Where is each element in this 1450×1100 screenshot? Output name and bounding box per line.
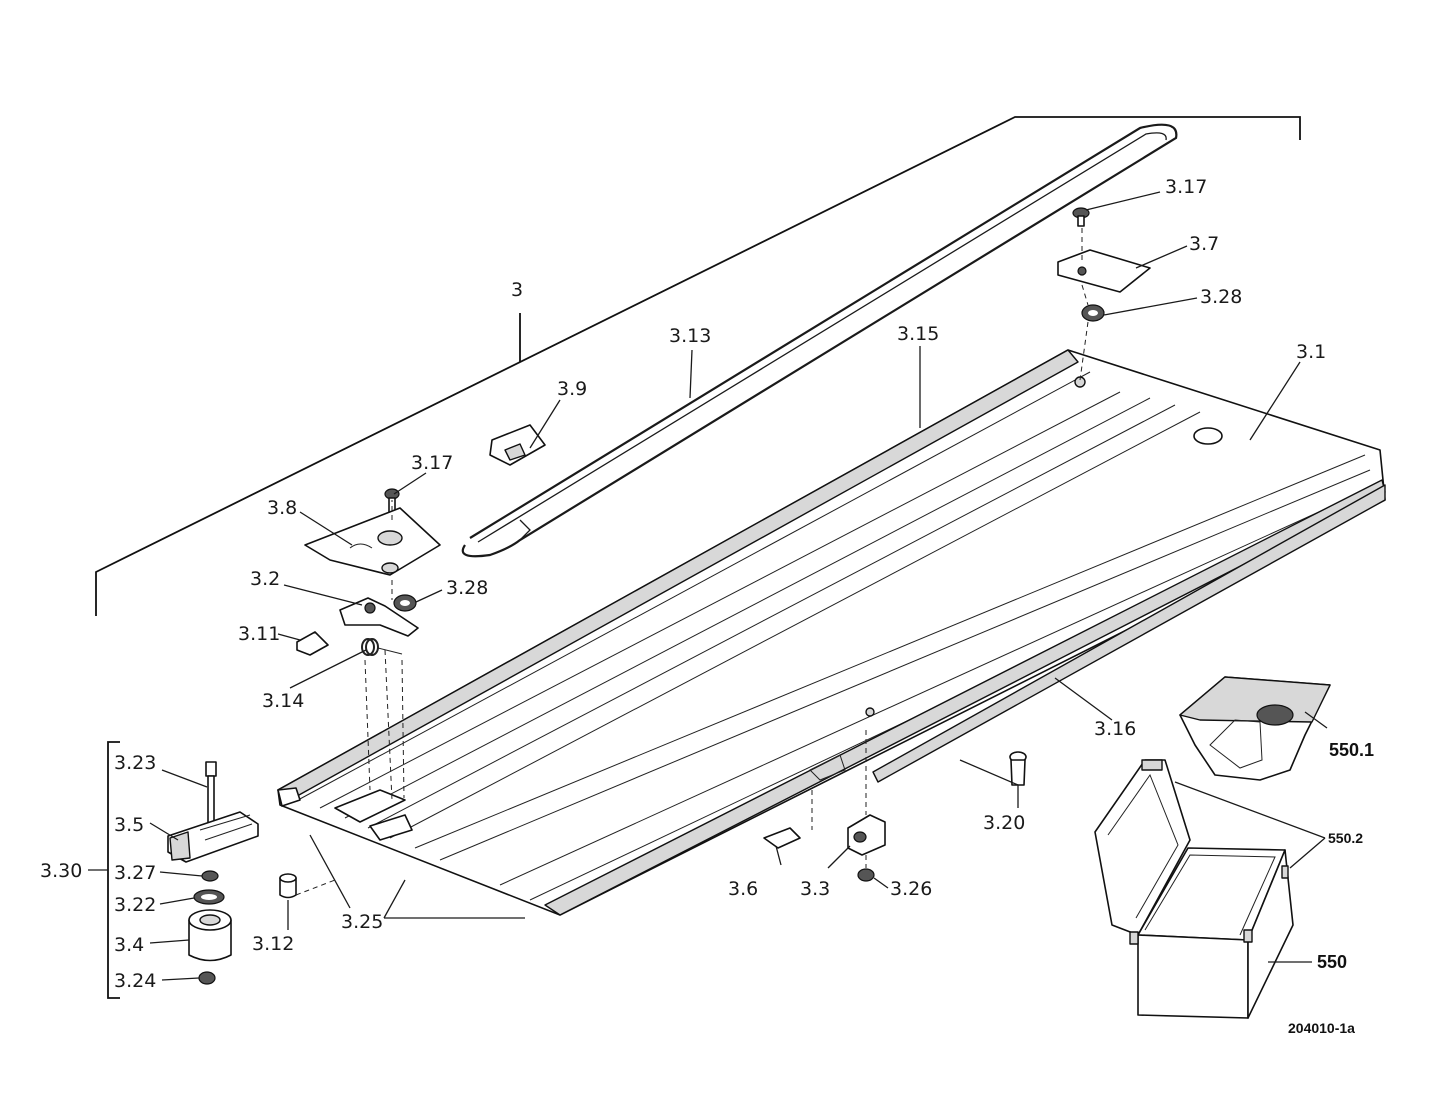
nut-3-24 — [198, 971, 216, 985]
label-3-23: 3.23 — [114, 752, 156, 774]
label-3-12: 3.12 — [252, 933, 294, 955]
clip-3-6 — [763, 827, 801, 849]
roller-3-4 — [188, 909, 232, 962]
clip-3-11 — [296, 631, 329, 656]
label-3-4: 3.4 — [114, 934, 144, 956]
label-3-3: 3.3 — [800, 878, 830, 900]
label-3-1: 3.1 — [1296, 341, 1326, 363]
tray-550-1 — [1179, 676, 1331, 781]
label-3-17-top: 3.17 — [1165, 176, 1207, 198]
nut-3-28-left — [393, 594, 417, 612]
pin-3-12 — [279, 873, 297, 899]
cable-3-13 — [461, 123, 1178, 558]
guide-rail-3-16 — [872, 484, 1386, 783]
label-3-17-left: 3.17 — [411, 452, 453, 474]
label-3-2: 3.2 — [250, 568, 280, 590]
main-rail-profile — [277, 349, 1386, 916]
ring-3-22 — [193, 889, 225, 905]
label-3-13: 3.13 — [669, 325, 711, 347]
spring-3-14 — [361, 638, 403, 656]
label-3-24: 3.24 — [114, 970, 156, 992]
leader-lines — [149, 191, 1328, 981]
label-550: 550 — [1317, 952, 1347, 972]
label-3-25: 3.25 — [341, 911, 383, 933]
nut-3-26 — [857, 868, 875, 882]
label-3-26: 3.26 — [890, 878, 932, 900]
label-3-14: 3.14 — [262, 690, 304, 712]
lever-3-2 — [339, 597, 419, 637]
label-3-28-left: 3.28 — [446, 577, 488, 599]
nut-3-28-top — [1081, 304, 1105, 322]
label-3-11: 3.11 — [238, 623, 280, 645]
label-3-20: 3.20 — [983, 812, 1025, 834]
label-assembly-3: 3 — [511, 279, 523, 301]
pin-3-23 — [205, 761, 217, 827]
drawing-code: 204010-1a — [1288, 1020, 1355, 1036]
label-3-6: 3.6 — [728, 878, 758, 900]
label-3-28-top: 3.28 — [1200, 286, 1242, 308]
label-3-16: 3.16 — [1094, 718, 1136, 740]
plate-3-8 — [304, 507, 441, 576]
label-3-9: 3.9 — [557, 378, 587, 400]
bracket-3-7 — [1057, 249, 1151, 293]
label-3-5: 3.5 — [114, 814, 144, 836]
pin-3-20 — [1009, 751, 1027, 786]
block-3-3 — [847, 814, 886, 856]
label-3-15: 3.15 — [897, 323, 939, 345]
label-550-1: 550.1 — [1329, 740, 1374, 760]
label-3-7: 3.7 — [1189, 233, 1219, 255]
bolt-3-17-top — [1072, 207, 1090, 227]
label-3-8: 3.8 — [267, 497, 297, 519]
carriage-3-5 — [167, 811, 259, 863]
washer-3-27 — [201, 870, 219, 882]
label-3-27: 3.27 — [114, 862, 156, 884]
assembly-bracket — [95, 116, 1301, 616]
label-3-30: 3.30 — [40, 860, 82, 882]
label-3-22: 3.22 — [114, 894, 156, 916]
case-550 — [1094, 759, 1294, 1019]
label-550-2: 550.2 — [1328, 830, 1363, 846]
clip-3-9 — [489, 424, 546, 466]
